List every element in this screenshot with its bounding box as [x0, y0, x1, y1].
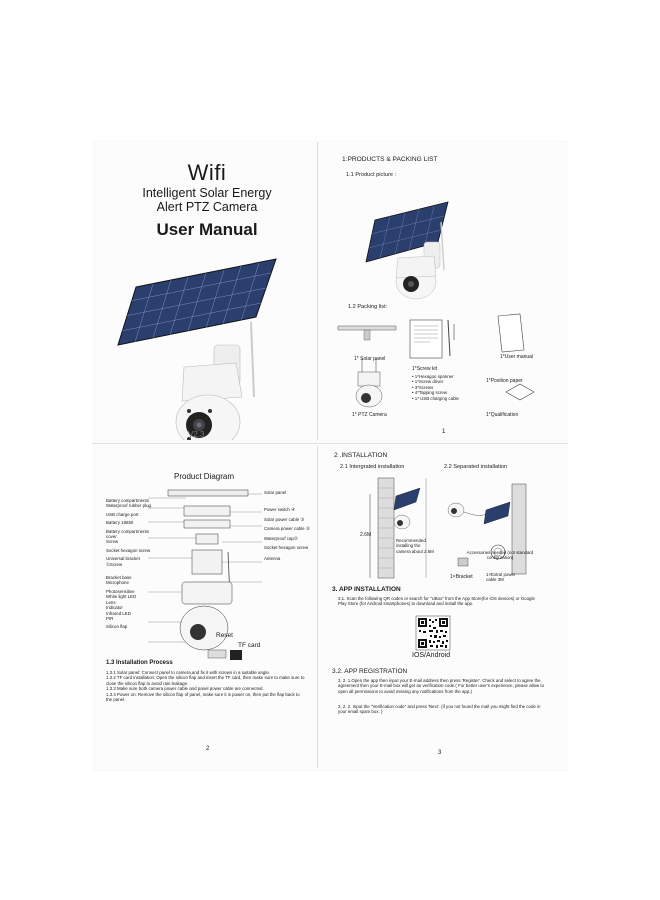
cover-subtitle-2: Alert PTZ Camera	[156, 200, 258, 214]
page-divider	[92, 443, 568, 444]
process-step: 1.3.1 Solar panel: Connect panel to came…	[106, 670, 271, 675]
part-label: ①Screw	[106, 561, 123, 567]
item-screw-kit: 1*Screw kit	[412, 366, 438, 372]
user-manual-icon	[497, 313, 525, 353]
registration-step-2: 3. 2. 2. Input the "Verification code" a…	[338, 704, 541, 715]
part-label: Socket hexagon screw	[106, 547, 151, 553]
part-label: Lens	[106, 599, 116, 605]
installation-illustration	[369, 477, 527, 579]
registration-step-1: 3. 2. 1.Open the app then input your E-m…	[338, 678, 545, 694]
page-number: 3	[438, 750, 442, 756]
part-label: Bracket base	[106, 575, 132, 581]
cover-subtitle-1: Intelligent Solar Energy	[142, 186, 272, 200]
qualification-icon	[505, 383, 535, 401]
screw-kit-item: • 1*Screw driver	[412, 379, 444, 385]
process-step: 1.3.2 TF card installation: Open the sil…	[106, 675, 305, 686]
part-label: Battery compartments	[106, 498, 149, 503]
part-label: Battery 18650	[106, 520, 134, 526]
part-label: Silicon flap	[106, 624, 128, 630]
part-label: Battery compartments cover	[106, 528, 149, 540]
solar-panel-image	[117, 258, 277, 346]
tf-card-label: TF card	[238, 642, 261, 649]
page-number: 1	[442, 429, 446, 435]
accessories-note: Accessories needed (not standard configu…	[466, 550, 534, 561]
part-label: Antenna	[264, 556, 281, 562]
screw-kit-contents: • 1*Hexagon spanner • 1*Screw driver • 3…	[412, 374, 459, 401]
screw-kit-item: • 4*Tapping screw	[412, 390, 447, 396]
part-label: White light LED	[106, 594, 137, 600]
bracket-label: 1×Bracket	[450, 574, 473, 580]
cover-page: Wifi Intelligent Solar Energy Alert PTZ …	[96, 142, 318, 440]
part-label: Waterproof rubber plug	[106, 503, 151, 509]
part-label: USB charge port	[106, 511, 139, 517]
item-position-paper: 1*Position paper	[486, 378, 523, 384]
app-install-heading: 3. APP INSTALLATION	[332, 586, 401, 593]
qr-code-image	[415, 615, 451, 651]
app-registration-heading: 3.2. APP REGISTRATION	[332, 668, 408, 675]
cover-version: V2.3	[188, 430, 205, 439]
separated-install-label: 2.2 Separated installation	[444, 464, 508, 470]
diagram-right-labels: Solar panel Power switch ④ Solar power c…	[264, 490, 314, 562]
screw-kit-item: • 1*Hexagon spanner	[412, 374, 454, 379]
page-number: 2	[206, 746, 210, 752]
packing-list-illustrations	[337, 313, 535, 408]
part-label: Socket hexagon screw	[264, 545, 309, 551]
install-heading: 2 .INSTALLATION	[334, 452, 388, 459]
part-label: Waterproof cap②	[264, 535, 298, 541]
packed-camera-icon	[355, 358, 383, 408]
process-heading: 1.3 Installation Process	[106, 660, 173, 666]
packed-solar-panel-icon	[337, 325, 397, 341]
reset-label: Reset	[216, 632, 233, 639]
part-label: PIR	[106, 615, 114, 621]
cover-camera-illustration	[117, 258, 277, 440]
products-heading: 1:PRODUCTS & PACKING LIST	[342, 156, 438, 163]
part-label: Camera power cable ③	[264, 526, 310, 532]
item-ptz-camera: 1* PTZ Camera	[352, 412, 387, 418]
install-page: 2 .INSTALLATION 2.1 Intergrated installa…	[320, 446, 564, 768]
diagram-page: Product Diagram Battery compartments Wat…	[96, 446, 318, 768]
product-picture	[365, 201, 449, 300]
part-label: Solar power cable ③	[264, 516, 305, 522]
part-label: Power switch ④	[264, 507, 296, 513]
process-step: 1.3.3 Make sure both camera power cable …	[106, 686, 264, 692]
part-label: Screw	[106, 539, 119, 545]
part-label: Solar panel	[264, 490, 287, 495]
diagram-heading: Product Diagram	[174, 472, 235, 481]
cover-title: Wifi	[187, 160, 227, 185]
part-label: Photosensitive	[106, 588, 135, 594]
height-label: 2.6M	[360, 532, 372, 538]
part-label: Universal bracket	[106, 556, 140, 562]
product-picture-label: 1.1 Product picture :	[346, 172, 397, 178]
screw-kit-item: • 3*Screws	[412, 384, 434, 390]
item-user-manual: 1*User manual	[500, 354, 534, 360]
item-qualification: 1*Qualification	[486, 412, 519, 418]
part-label: Microphone	[106, 580, 129, 586]
exploded-diagram	[148, 489, 262, 660]
item-solar-panel: 1* Solar panel	[354, 356, 386, 362]
part-label: Indicator	[106, 605, 123, 611]
screw-kit-item: • 1* USB charging cable	[412, 395, 459, 401]
cover-manual-label: User Manual	[156, 220, 258, 239]
integrated-install-label: 2.1 Intergrated installation	[340, 464, 405, 470]
cable-label: 1×Extral power cable 3M	[486, 572, 516, 583]
packing-list-label: 1.2 Packing list:	[348, 304, 388, 310]
diagram-left-labels: Battery compartments Waterproof rubber p…	[106, 498, 152, 630]
part-label: Infrared LED	[106, 610, 131, 616]
process-step: 1.3.4 Power on: Remove the silicon flap …	[106, 691, 300, 703]
screw-kit-icon	[409, 319, 455, 359]
products-page: 1:PRODUCTS & PACKING LIST 1.1 Product pi…	[320, 142, 564, 440]
recommended-note: Recommended installing the camera about …	[396, 538, 434, 554]
app-install-text: 3.1. Scan the following QR codes or sear…	[338, 596, 535, 607]
process-steps: 1.3.1 Solar panel: Connect panel to came…	[106, 670, 306, 702]
qr-caption: IOS/Android	[412, 652, 451, 659]
